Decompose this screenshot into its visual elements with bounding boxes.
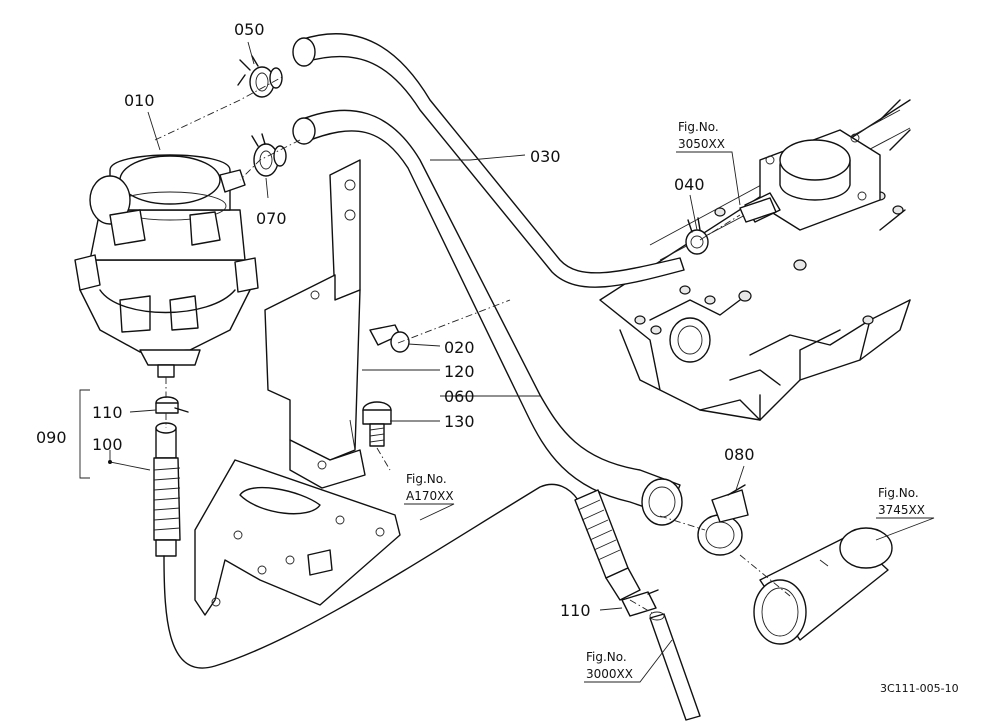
callout-020: 020 <box>444 338 475 357</box>
clip-040 <box>685 217 709 255</box>
callout-130: 130 <box>444 412 475 431</box>
callout-060: 060 <box>444 387 475 406</box>
engine-manifold <box>599 99 911 421</box>
hose-090-line <box>163 483 579 669</box>
callout-090: 090 <box>36 428 67 447</box>
clip-050 <box>237 55 283 98</box>
pipe-3000 <box>649 613 701 721</box>
callout-110-left: 110 <box>92 403 123 422</box>
callout-010: 010 <box>124 91 155 110</box>
callout-050: 050 <box>234 20 265 39</box>
figref-3000-number: 3000XX <box>586 667 633 681</box>
callout-040: 040 <box>674 175 705 194</box>
hose-030 <box>299 33 685 288</box>
bolt-130 <box>362 401 392 447</box>
bolt-020 <box>369 324 410 353</box>
figref-3050-label: Fig.No. <box>678 120 719 134</box>
callout-100: 100 <box>92 435 123 454</box>
figref-3745-number: 3745XX <box>878 503 925 517</box>
clip-080 <box>697 484 749 556</box>
leader-lines <box>79 41 935 683</box>
callout-120: 120 <box>444 362 475 381</box>
figref-3745-label: Fig.No. <box>878 486 919 500</box>
base-plate-a170 <box>194 459 401 616</box>
callout-070: 070 <box>256 209 287 228</box>
separator-010 <box>74 154 259 378</box>
corrugated-hose-right <box>574 489 641 601</box>
drawing-code: 3C111-005-10 <box>880 682 959 695</box>
figref-3050-number: 3050XX <box>678 137 725 151</box>
callout-080: 080 <box>724 445 755 464</box>
figref-a170-number: A170XX <box>406 489 454 503</box>
callout-030: 030 <box>530 147 561 166</box>
figref-3000-label: Fig.No. <box>586 650 627 664</box>
callout-110-right: 110 <box>560 601 591 620</box>
figref-a170-label: Fig.No. <box>406 472 447 486</box>
bracket-120 <box>264 159 366 489</box>
clip-110-left <box>155 396 189 414</box>
pipe-3745 <box>753 527 893 645</box>
hose-100 <box>153 422 181 557</box>
